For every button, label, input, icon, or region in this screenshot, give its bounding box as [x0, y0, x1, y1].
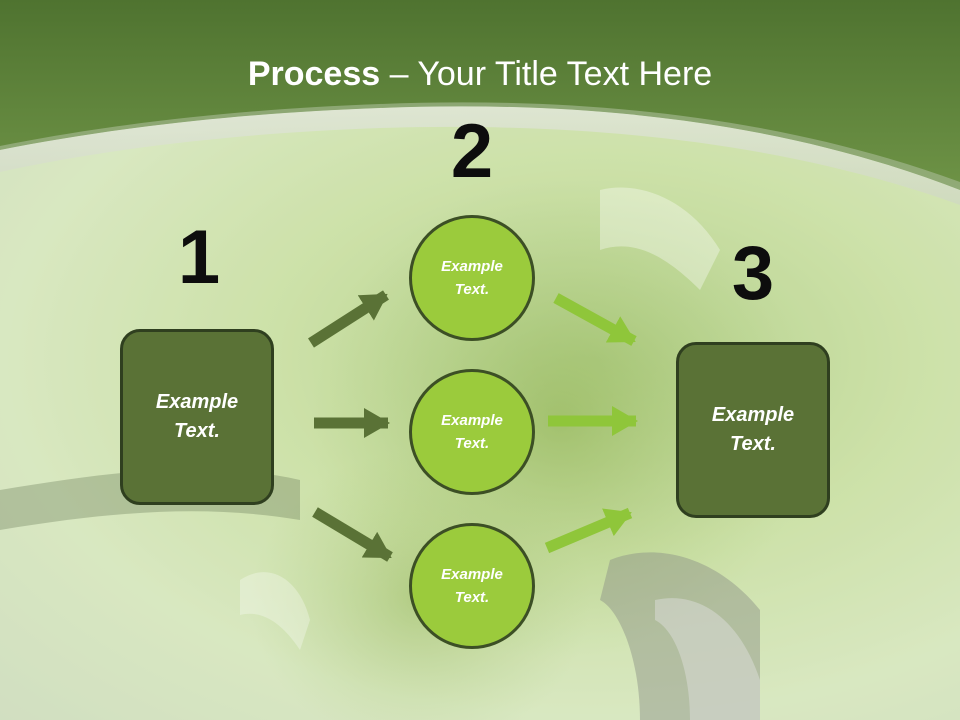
step-2-circle-3-label: Example Text. [441, 566, 503, 606]
step-3-box: Example Text. [676, 342, 830, 518]
step-1-box: Example Text. [120, 329, 274, 505]
step-2-circle-2-label: Example Text. [441, 412, 503, 452]
arrow-2-to-3-bottom [544, 507, 633, 554]
arrow-1-to-2-top [308, 290, 389, 348]
step-2-circle-3: Example Text. [409, 523, 535, 649]
step-1-label: Example Text. [155, 391, 239, 442]
title-bold: Process [247, 55, 381, 93]
slide-title: Process – Your Title Text Here [0, 52, 960, 96]
step-number-1: 1 [177, 215, 221, 300]
step-number-2: 2 [450, 109, 494, 194]
step-3-label: Example Text. [711, 404, 795, 455]
step-number-3: 3 [731, 231, 775, 316]
step-2-circle-1-label: Example Text. [441, 258, 503, 298]
step-2-circle-1: Example Text. [409, 215, 535, 341]
step-2-circle-2: Example Text. [409, 369, 535, 495]
title-rest: – Your Title Text Here [380, 55, 713, 93]
arrow-1-to-2-bottom [312, 507, 393, 562]
arrow-2-to-3-top [553, 293, 637, 346]
